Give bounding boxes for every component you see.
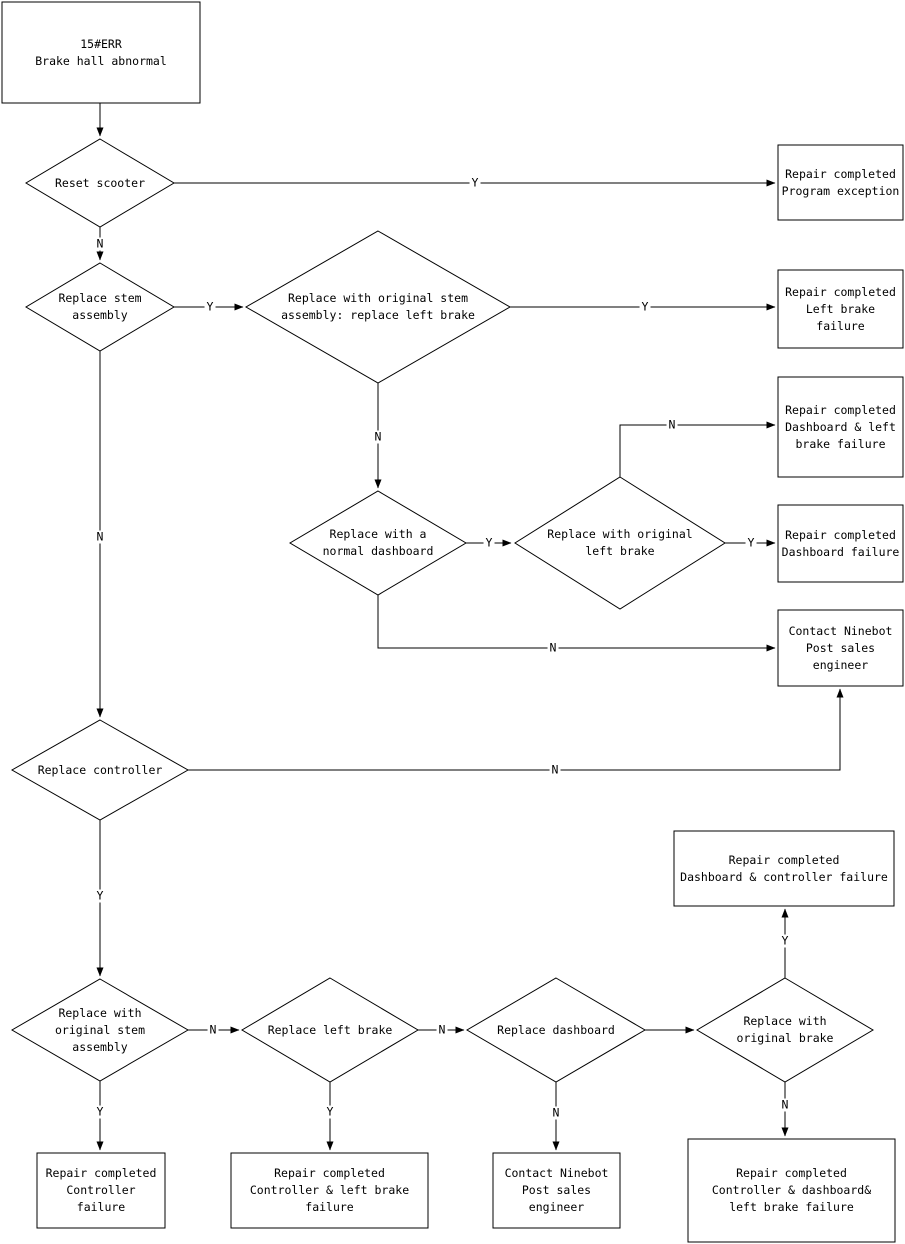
- decision-normal-dashboard-shape: [289, 490, 467, 596]
- terminal-program-exception-shape: [777, 144, 904, 221]
- edge-left-brake-no-to-dash-left-brake-failure: [619, 421, 776, 477]
- decision-replace-stem-shape: [25, 262, 175, 352]
- decision-orig-stem-bottom-shape: [11, 978, 189, 1082]
- terminal-controller-failure-shape: [36, 1152, 166, 1229]
- decision-orig-brake-shape: [696, 977, 874, 1083]
- decision-replace-controller-shape: [10, 719, 190, 821]
- decision-replace-dashboard-shape: [466, 977, 646, 1083]
- terminal-controller-left-brake-failure-shape: [230, 1152, 429, 1229]
- decision-reset-scooter-shape: [25, 138, 175, 228]
- edge-controller-no-to-contact-ninebot: [188, 688, 844, 771]
- terminal-left-brake-failure-shape: [777, 269, 904, 349]
- terminal-controller-dashboard-brake-failure-shape: [687, 1138, 896, 1243]
- edge-dashboard-no-to-contact-ninebot: [377, 595, 776, 652]
- terminal-dashboard-controller-failure-shape: [673, 830, 895, 907]
- decision-orig-stem-left-brake-shape: [244, 230, 512, 384]
- start-box-shape: [1, 1, 201, 104]
- terminal-dashboard-failure-shape: [777, 504, 904, 583]
- decision-orig-left-brake-shape: [514, 476, 726, 610]
- terminal-dashboard-left-brake-failure-shape: [777, 376, 904, 478]
- terminal-contact-ninebot-mid-shape: [777, 609, 904, 687]
- terminal-contact-ninebot-bottom-shape: [492, 1152, 621, 1229]
- decision-replace-left-brake-shape: [241, 977, 419, 1083]
